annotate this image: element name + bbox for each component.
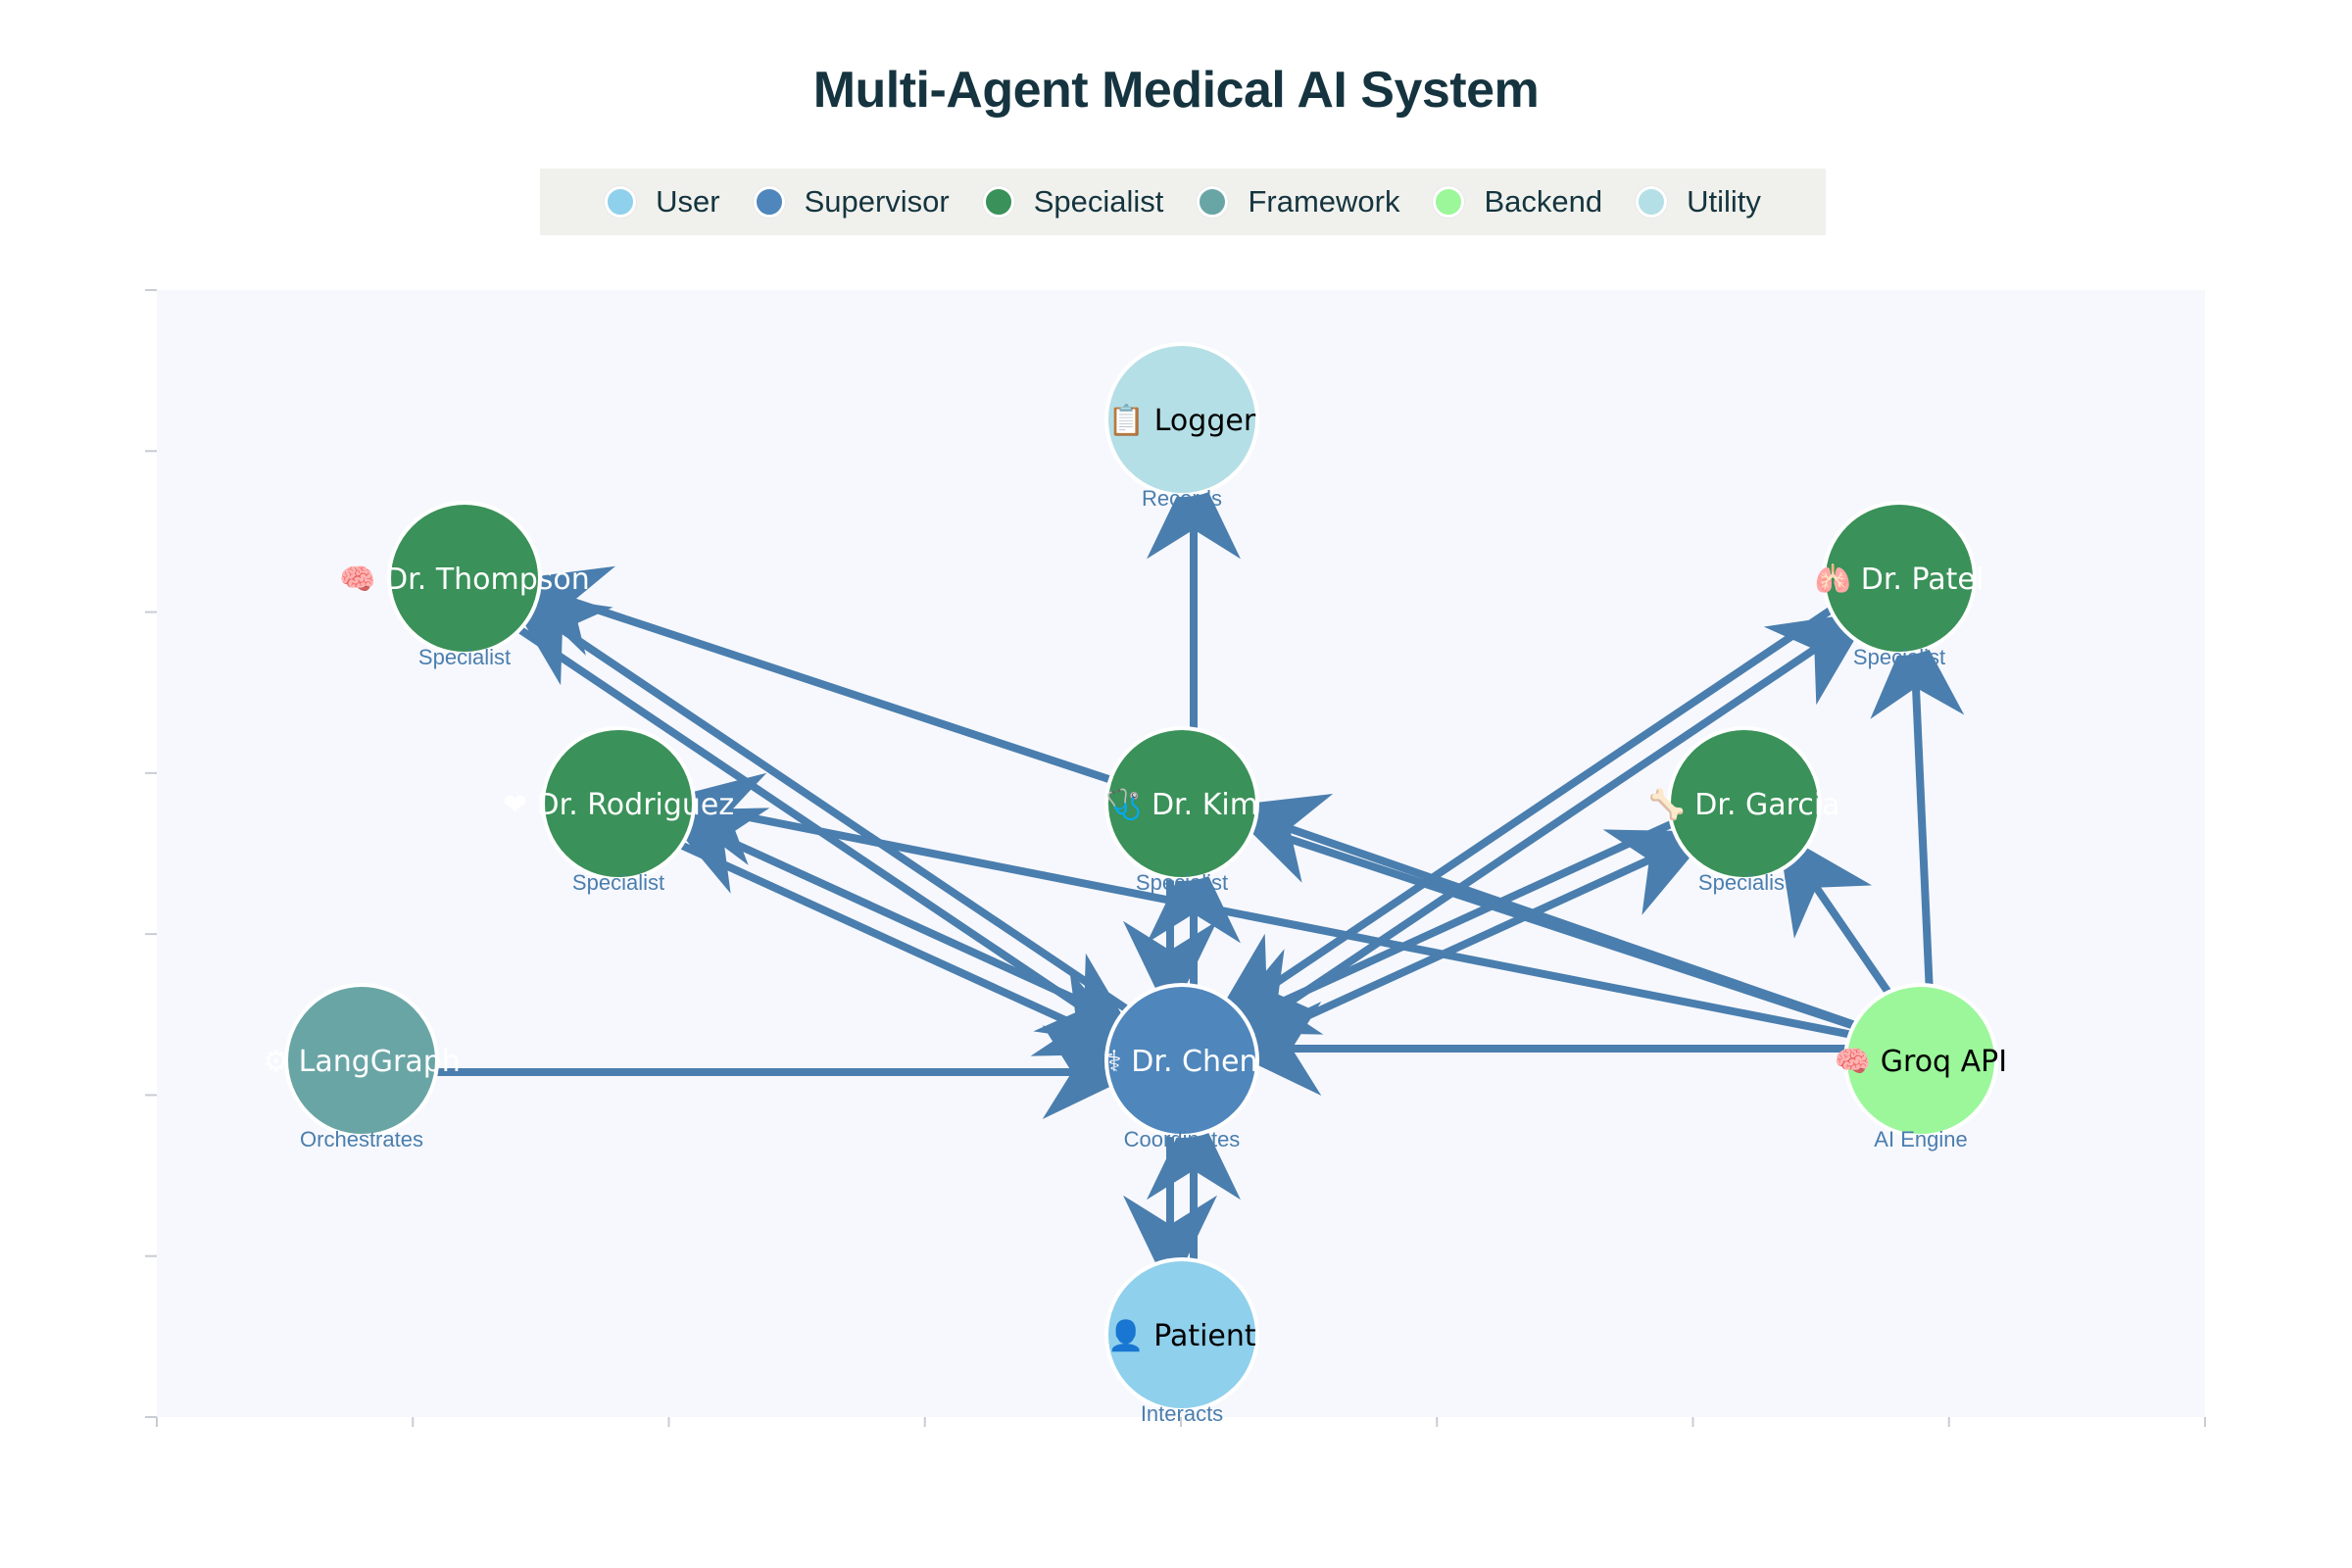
edge-line [612,810,1114,1046]
node-label: 📋 Logger [1108,403,1256,438]
node-sublabel: Specialist [1136,870,1228,895]
node-circle [1843,983,1998,1138]
legend-label-user: User [656,184,720,219]
node-sublabel: Orchestrates [300,1127,423,1152]
node-circle [1104,1257,1259,1412]
edge-line [1250,811,1927,1054]
node-circle [1104,983,1259,1138]
node-label: 🦴 Dr. Garcia [1648,786,1839,822]
legend-item-framework[interactable]: Framework [1197,184,1399,220]
legend-item-utility[interactable]: Utility [1636,184,1761,220]
node-circle [541,726,696,881]
node-sublabel: Coordinates [1124,1127,1241,1152]
legend: User Supervisor Specialist Framework Bac… [540,169,1826,235]
edge-arrowhead [1123,920,1217,1019]
node-label: ⚙ LangGraph [263,1045,461,1079]
node-circle [387,501,542,656]
edge-line [1186,623,1849,1074]
node-sublabel: Specialist [1853,645,1945,669]
node-sublabel: Specialist [572,870,664,895]
node-label: ⚕ Dr. Chen [1106,1045,1258,1079]
legend-item-supervisor[interactable]: Supervisor [753,184,950,220]
edge-arrowhead [1777,831,1873,939]
legend-marker-specialist [982,186,1014,218]
legend-item-backend[interactable]: Backend [1433,184,1602,220]
node-label: 🩺 Dr. Kim [1105,787,1258,822]
node-label: 🧠 Groq API [1835,1045,2007,1079]
node-label: 🧠 Dr. Thompson [339,563,590,597]
legend-label-framework: Framework [1248,184,1400,219]
node-groq[interactable]: 🧠 Groq API AI Engine [1835,983,2007,1152]
edge-arrowhead [1147,461,1241,560]
edge-line [456,584,1119,1034]
legend-marker-framework [1197,186,1229,218]
axis-ticks [145,289,2206,1427]
node-label: 👤 Patient [1107,1318,1256,1353]
node-circle [284,983,439,1138]
edge-line [689,802,1925,1054]
node-sublabel: Interacts [1141,1401,1223,1426]
legend-marker-backend [1433,186,1465,218]
legend-item-specialist[interactable]: Specialist [982,184,1164,220]
edge-line [527,605,1191,1054]
legend-marker-user [605,186,637,218]
legend-marker-utility [1636,186,1668,218]
legend-label-specialist: Specialist [1033,184,1164,219]
node-sublabel: AI Engine [1874,1127,1967,1152]
node-circle [1104,726,1259,881]
node-label: 🫁 Dr. Patel [1815,563,1984,597]
legend-marker-supervisor [753,186,785,218]
node-sublabel: Records [1142,486,1222,511]
node-sublabel: Specialist [418,645,511,669]
legend-label-backend: Backend [1484,184,1603,219]
node-circle [1822,501,1977,656]
node-circle [1667,726,1822,881]
legend-item-user[interactable]: User [605,184,720,220]
edge-arrowhead [1870,618,1965,719]
edges-layer [362,461,1965,1335]
legend-label-utility: Utility [1687,184,1761,219]
edge-arrowhead [1123,1195,1217,1294]
node-label: ❤ Dr. Rodriguez [503,788,734,822]
node-sublabel: Specialist [1698,870,1790,895]
diagram-title: Multi-Agent Medical AI System [812,62,1540,119]
node-circle [1104,342,1259,497]
legend-label-supervisor: Supervisor [804,184,950,219]
edge-arrowhead [1209,933,1318,1028]
